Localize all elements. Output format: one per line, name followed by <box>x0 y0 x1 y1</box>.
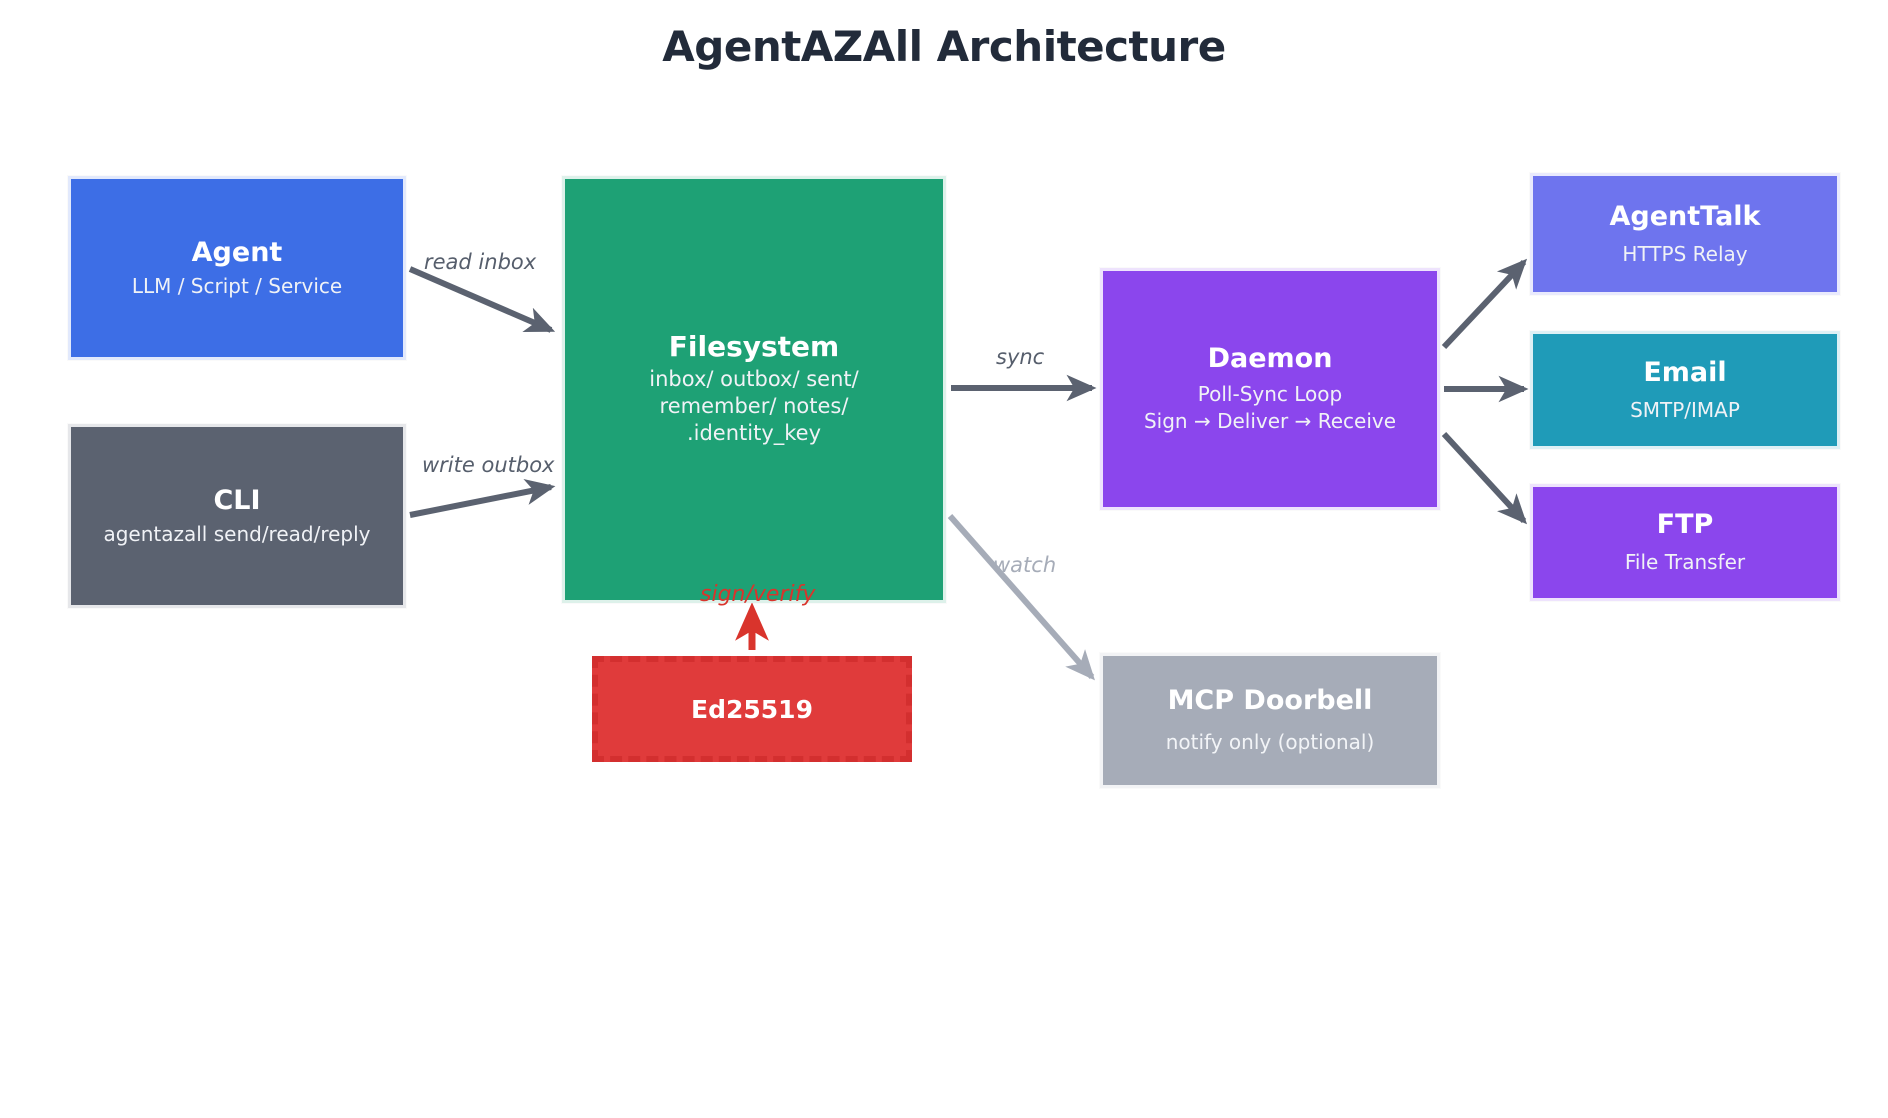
node-mcp-doorbell-title: MCP Doorbell <box>1167 685 1373 717</box>
node-agent-title: Agent <box>191 236 283 268</box>
node-cli[interactable]: CLI agentazall send/read/reply <box>68 424 406 608</box>
edge-label-read-inbox: read inbox <box>424 250 537 274</box>
edge-label-sync: sync <box>996 345 1045 369</box>
node-ftp-subtitle: File Transfer <box>1624 550 1746 575</box>
node-filesystem[interactable]: Filesystem inbox/ outbox/ sent/ remember… <box>562 176 946 603</box>
node-mcp-doorbell[interactable]: MCP Doorbell notify only (optional) <box>1100 653 1440 788</box>
page-title: AgentAZAll Architecture <box>662 22 1226 71</box>
edge-watch <box>947 514 1095 681</box>
node-agenttalk-subtitle: HTTPS Relay <box>1622 241 1748 266</box>
edge-label-watch: watch <box>993 553 1057 577</box>
node-cli-subtitle: agentazall send/read/reply <box>103 521 371 546</box>
edge-label-write-outbox: write outbox <box>422 453 555 477</box>
node-ed25519-title: Ed25519 <box>691 694 813 724</box>
edge-daemon-agenttalk <box>1441 258 1528 350</box>
node-agent-subtitle: LLM / Script / Service <box>131 273 343 298</box>
node-agenttalk[interactable]: AgentTalk HTTPS Relay <box>1530 173 1840 295</box>
node-filesystem-subtitle: inbox/ outbox/ sent/ remember/ notes/ .i… <box>649 366 859 446</box>
node-email[interactable]: Email SMTP/IMAP <box>1530 331 1840 449</box>
node-ftp[interactable]: FTP File Transfer <box>1530 484 1840 601</box>
node-daemon-title: Daemon <box>1207 343 1333 375</box>
node-email-subtitle: SMTP/IMAP <box>1630 397 1740 422</box>
edge-read-inbox <box>408 266 556 333</box>
node-ed25519[interactable]: Ed25519 <box>592 656 912 762</box>
node-cli-title: CLI <box>213 484 261 516</box>
edge-label-sign-verify: sign/verify <box>700 582 816 607</box>
node-email-title: Email <box>1643 356 1727 388</box>
node-agent[interactable]: Agent LLM / Script / Service <box>68 176 406 360</box>
node-daemon-subtitle: Poll-Sync Loop Sign → Deliver → Receive <box>1143 381 1397 433</box>
edge-daemon-ftp <box>1441 431 1528 525</box>
node-daemon[interactable]: Daemon Poll-Sync Loop Sign → Deliver → R… <box>1100 268 1440 510</box>
edge-write-outbox <box>409 479 556 518</box>
node-agenttalk-title: AgentTalk <box>1609 200 1761 232</box>
node-mcp-doorbell-subtitle: notify only (optional) <box>1165 730 1375 755</box>
node-filesystem-title: Filesystem <box>668 330 840 364</box>
node-ftp-title: FTP <box>1656 509 1714 541</box>
